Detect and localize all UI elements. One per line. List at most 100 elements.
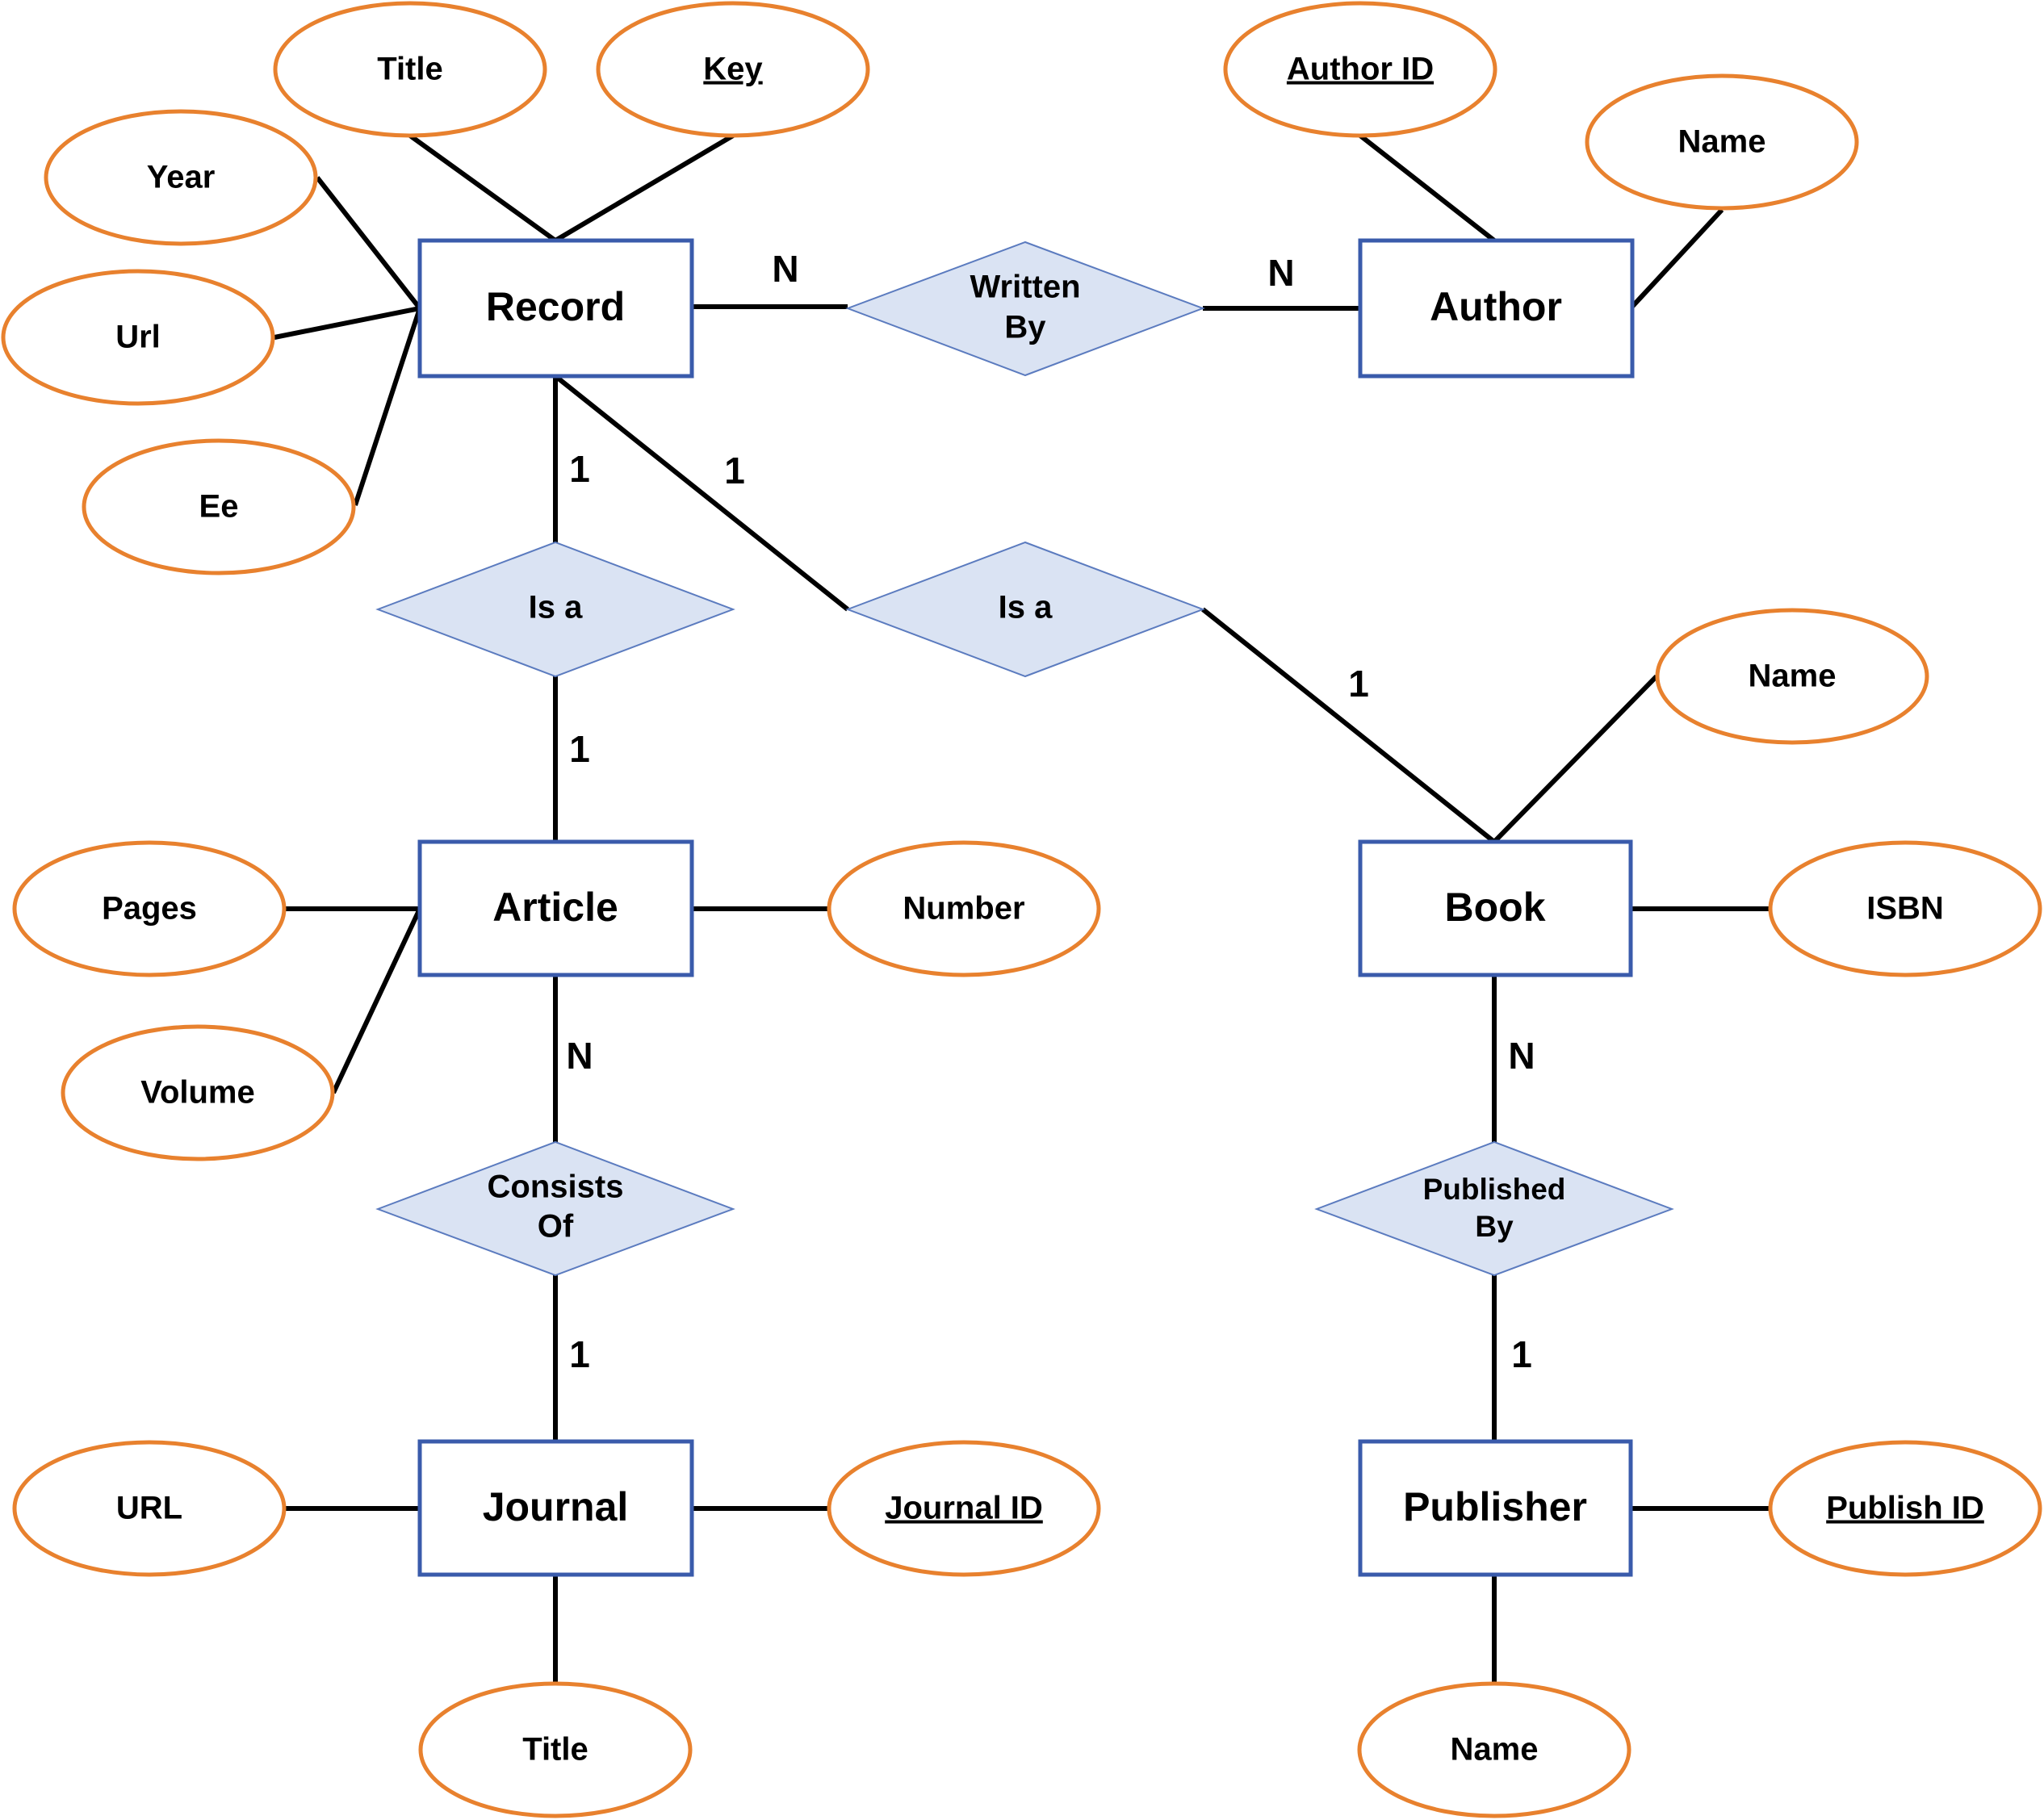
attribute-label: Journal ID: [885, 1491, 1043, 1526]
relationship-diamond: [845, 541, 1205, 678]
edge-book-name: [1492, 674, 1659, 844]
attribute-book-name[interactable]: Name: [1655, 608, 1929, 745]
attribute-ellipse: [12, 840, 287, 977]
attribute-record-title[interactable]: Title: [273, 1, 547, 138]
cardinality-author-written-by: N: [1267, 252, 1294, 294]
cardinality-publisher-published-by: 1: [1511, 1333, 1532, 1375]
entity-label: Record: [486, 284, 625, 329]
attribute-label: Title: [522, 1732, 588, 1768]
cardinality-record-written-by: N: [772, 248, 798, 290]
entity-box: [417, 839, 694, 977]
attribute-author-name[interactable]: Name: [1585, 73, 1859, 211]
relationship-label-line-1: Published: [1423, 1173, 1566, 1206]
attribute-ellipse: [273, 1, 547, 138]
cardinality-record-is-a-article: 1: [569, 448, 590, 490]
edge-record-year: [315, 176, 422, 310]
relationship-diamond: [375, 541, 735, 678]
entity-box: [1358, 839, 1633, 977]
entity-label: Author: [1430, 284, 1562, 329]
edge-author-id: [1359, 133, 1496, 243]
entity-label: Publisher: [1403, 1484, 1587, 1529]
attribute-book-isbn[interactable]: ISBN: [1768, 840, 2042, 977]
attribute-label: Author ID: [1287, 52, 1434, 87]
entity-label: Article: [492, 885, 618, 930]
entity-author[interactable]: Author: [1358, 238, 1635, 379]
attribute-label: Year: [147, 160, 216, 195]
relationship-diamond: [845, 241, 1205, 377]
entity-journal[interactable]: Journal: [417, 1439, 694, 1577]
attribute-label: Publish ID: [1826, 1491, 1984, 1526]
attribute-author-id[interactable]: Author ID: [1223, 1, 1497, 138]
entity-label: Book: [1445, 885, 1546, 930]
cardinality-book-published-by: N: [1508, 1035, 1535, 1077]
attribute-label: Url: [115, 320, 161, 355]
attribute-ellipse: [12, 1440, 287, 1577]
attribute-label: Volume: [140, 1075, 255, 1111]
entity-label: Journal: [483, 1484, 629, 1529]
attribute-label: Name: [1749, 659, 1837, 694]
attribute-publisher-name[interactable]: Name: [1357, 1681, 1631, 1818]
relationship-label-line-2: Of: [538, 1209, 574, 1245]
entity-publisher[interactable]: Publisher: [1358, 1439, 1633, 1577]
attribute-ellipse: [418, 1681, 693, 1818]
attribute-record-ee[interactable]: Ee: [82, 438, 356, 575]
attribute-ellipse: [82, 438, 356, 575]
entity-box: [417, 1439, 694, 1577]
attribute-label: Pages: [102, 891, 197, 927]
attribute-ellipse: [1655, 608, 1929, 745]
attribute-ellipse: [1768, 1440, 2042, 1577]
attribute-record-year[interactable]: Year: [44, 109, 318, 246]
cardinality-journal-consists-of: 1: [569, 1333, 590, 1375]
attribute-ellipse: [44, 109, 318, 246]
attribute-article-pages[interactable]: Pages: [12, 840, 287, 977]
connector-lines: [274, 133, 1770, 1683]
attribute-ellipse: [1223, 1, 1497, 138]
attribute-record-url[interactable]: Url: [1, 269, 275, 406]
relationship-diamond: [375, 1140, 735, 1277]
relationship-label-line-1: Consists: [488, 1169, 624, 1205]
attribute-article-number[interactable]: Number: [827, 840, 1101, 977]
attribute-ellipse: [1357, 1681, 1631, 1818]
attribute-label: Number: [903, 891, 1024, 927]
entity-record[interactable]: Record: [417, 238, 694, 379]
attribute-journal-url[interactable]: URL: [12, 1440, 287, 1577]
attribute-label: Name: [1451, 1732, 1539, 1768]
edge-article-volume: [331, 907, 422, 1094]
relationship-label-line-1: Written: [970, 270, 1080, 305]
attribute-ellipse: [1, 269, 275, 406]
relationship-label: Is a: [529, 590, 583, 625]
entity-box: [1358, 238, 1635, 379]
cardinality-article-consists-of: N: [566, 1035, 593, 1077]
edge-record-url: [274, 306, 421, 340]
attribute-ellipse: [827, 1440, 1101, 1577]
cardinality-book-is-a: 1: [1348, 663, 1369, 705]
edge-author-name: [1628, 207, 1724, 311]
attribute-record-key[interactable]: Key: [596, 1, 870, 138]
attribute-label: Name: [1678, 124, 1766, 160]
attribute-ellipse: [596, 1, 870, 138]
attribute-label: Title: [377, 52, 443, 87]
cardinality-record-is-a-book: 1: [724, 450, 745, 492]
edge-is-a-book: [1201, 607, 1496, 844]
edge-record-key: [554, 133, 735, 243]
relationship-published-by[interactable]: Published By: [1314, 1140, 1674, 1277]
attribute-ellipse: [827, 840, 1101, 977]
attribute-publisher-id[interactable]: Publish ID: [1768, 1440, 2042, 1577]
relationship-consists-of[interactable]: Consists Of: [375, 1140, 735, 1277]
relationship-is-a-book[interactable]: Is a: [845, 541, 1205, 678]
cardinality-article-is-a: 1: [569, 728, 590, 770]
edge-record-is-a-book: [554, 374, 849, 612]
attribute-journal-title[interactable]: Title: [418, 1681, 693, 1818]
attribute-label: Ee: [199, 489, 239, 525]
attribute-ellipse: [61, 1024, 335, 1161]
relationship-is-a-article[interactable]: Is a: [375, 541, 735, 678]
entity-article[interactable]: Article: [417, 839, 694, 977]
relationship-diamond: [1314, 1140, 1674, 1277]
edge-record-title: [408, 133, 557, 243]
entity-book[interactable]: Book: [1358, 839, 1633, 977]
relationship-written-by[interactable]: Written By: [845, 241, 1205, 377]
attribute-article-volume[interactable]: Volume: [61, 1024, 335, 1161]
relationship-label-line-2: By: [1475, 1210, 1514, 1243]
attribute-journal-id[interactable]: Journal ID: [827, 1440, 1101, 1577]
